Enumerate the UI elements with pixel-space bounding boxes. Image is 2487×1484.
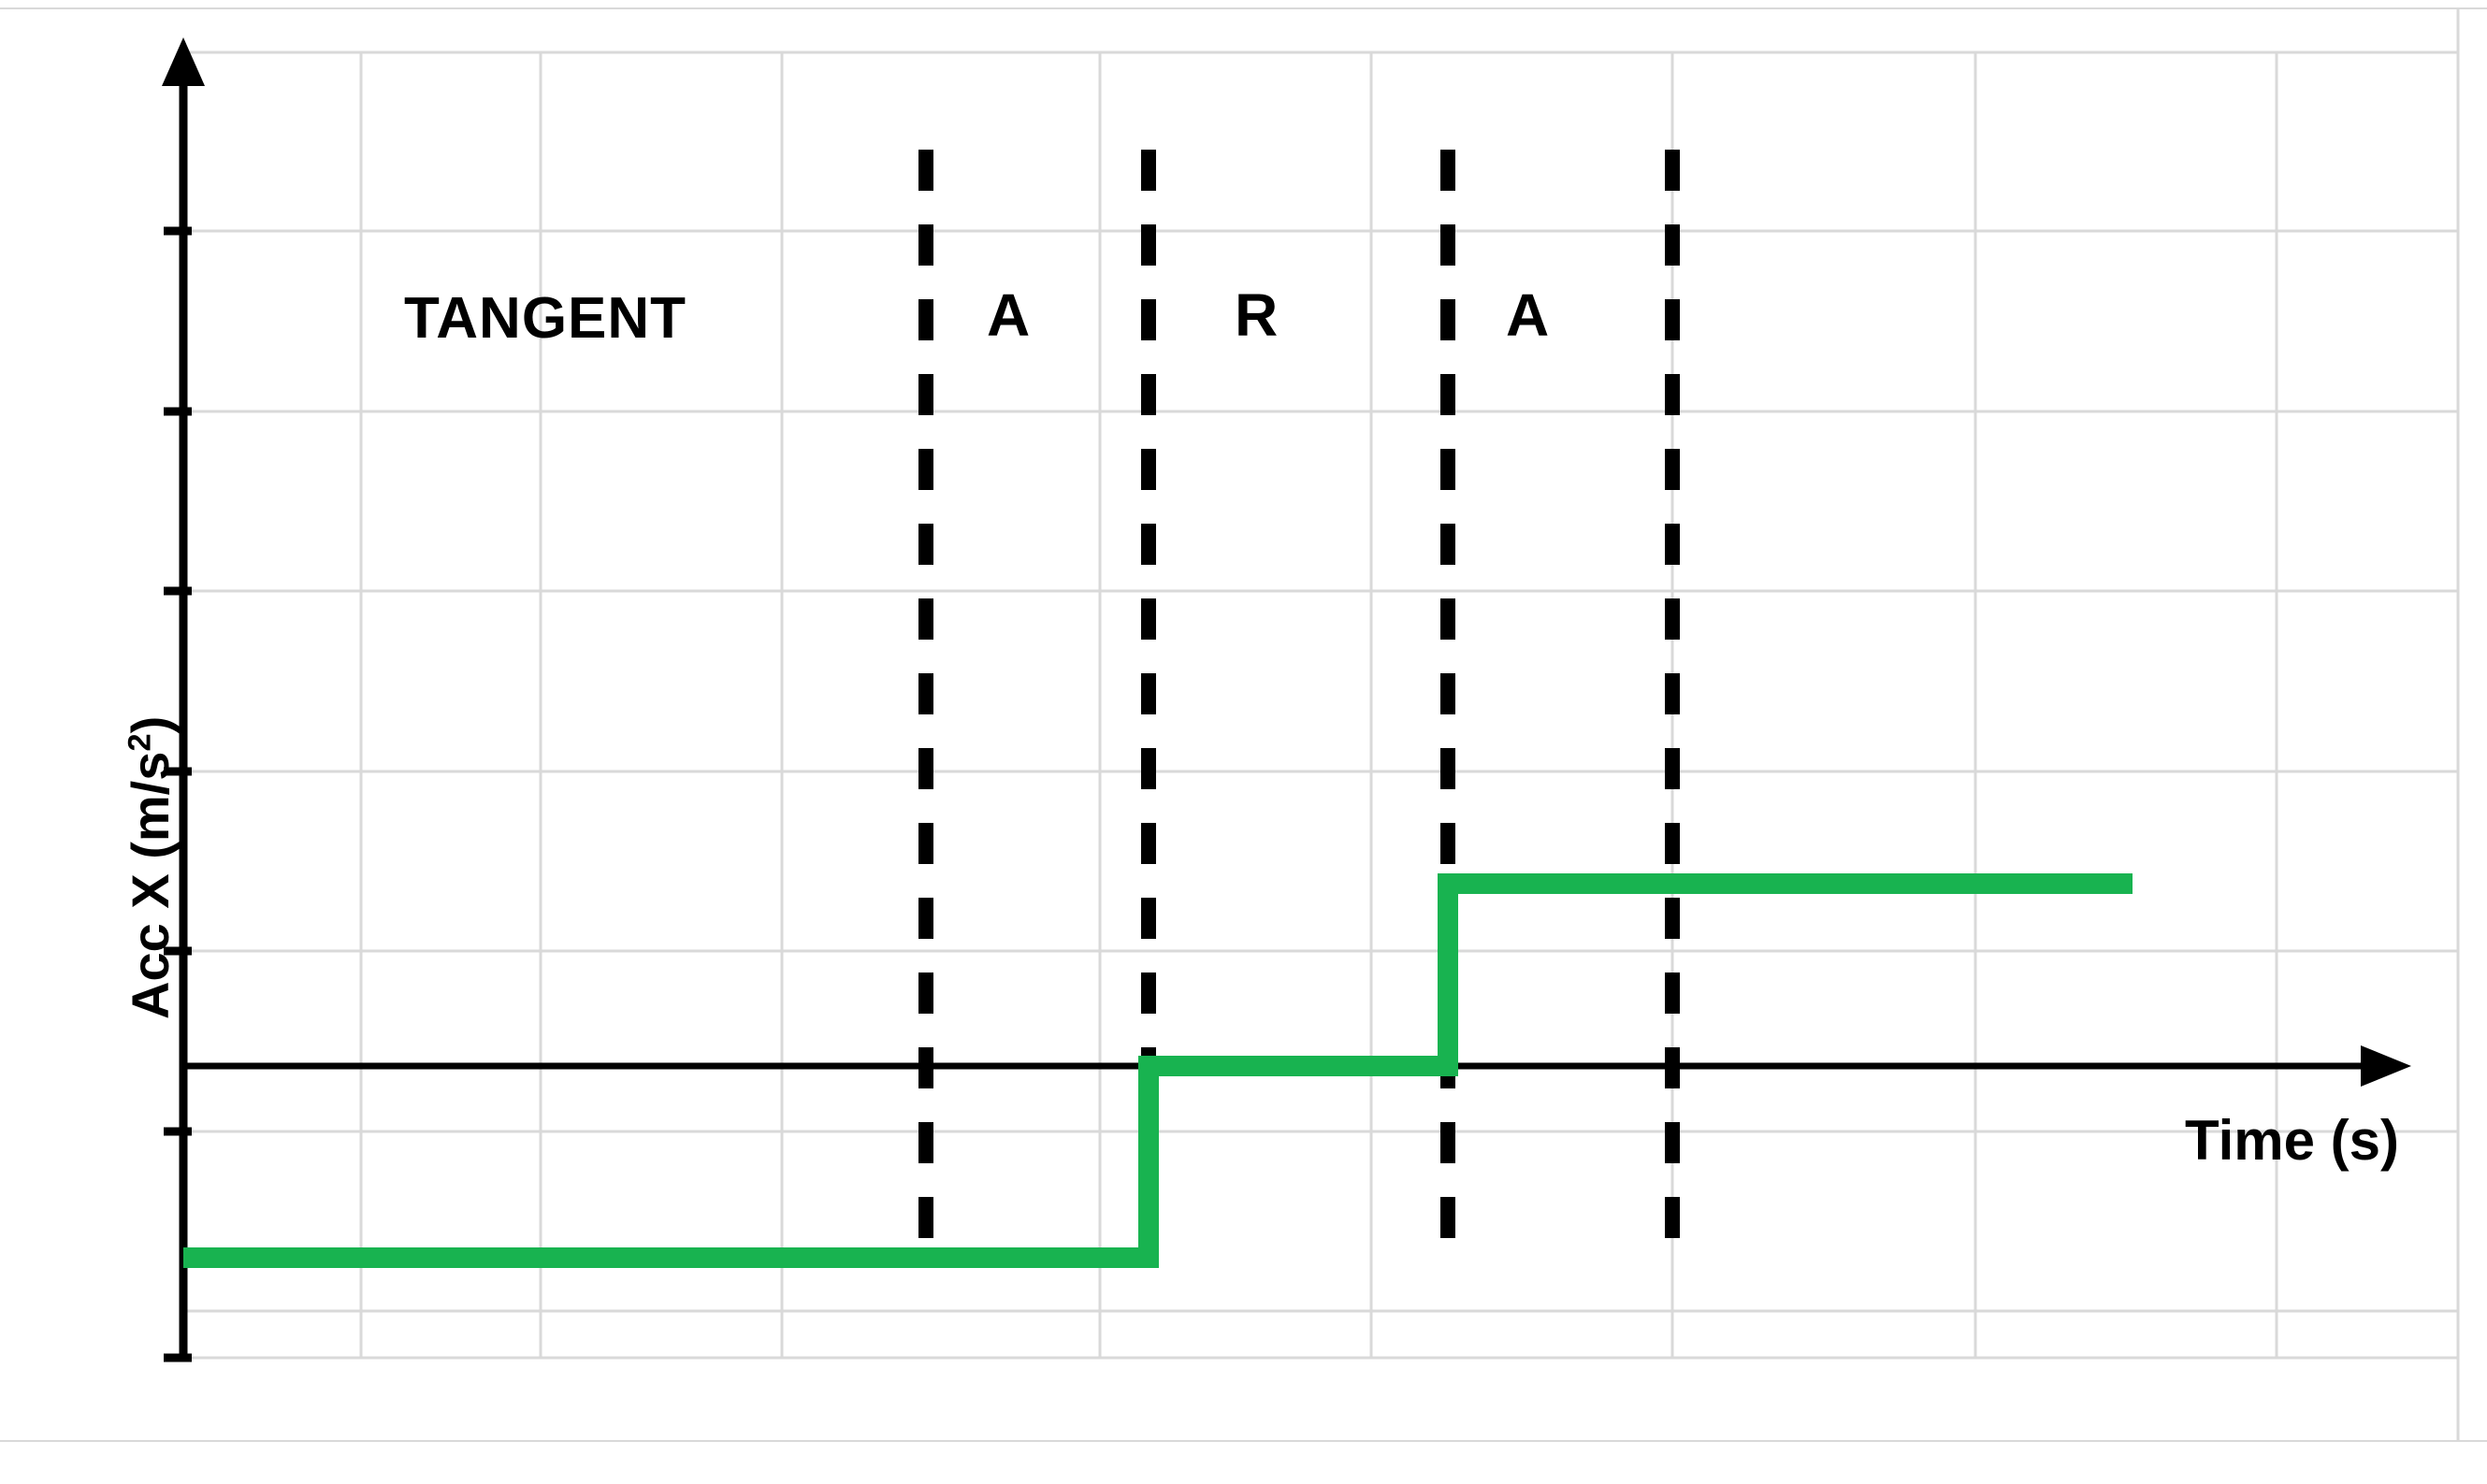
y-axis	[162, 37, 205, 1362]
y-axis-title-text: Acc X (m/s	[121, 751, 180, 1019]
y-axis-title-close: )	[121, 715, 180, 734]
vertical-gridlines	[181, 7, 2460, 1440]
acc-x-step-line	[183, 873, 2133, 1268]
y-axis-ticks	[164, 226, 192, 1362]
horizontal-gridlines	[183, 50, 2458, 1360]
x-axis-title: Time (s)	[2185, 1109, 2399, 1172]
phase-label-tangent: TANGENT	[404, 286, 687, 351]
frame-rule-top	[0, 7, 2487, 9]
phase-label-a1: A	[987, 281, 1032, 349]
phase-label-a2: A	[1506, 281, 1551, 349]
y-axis-title: Acc X (m/s2)	[120, 716, 181, 1019]
phase-label-r: R	[1235, 281, 1280, 349]
y-axis-title-exponent: 2	[122, 733, 158, 752]
frame-rule-bottom	[0, 1440, 2487, 1442]
